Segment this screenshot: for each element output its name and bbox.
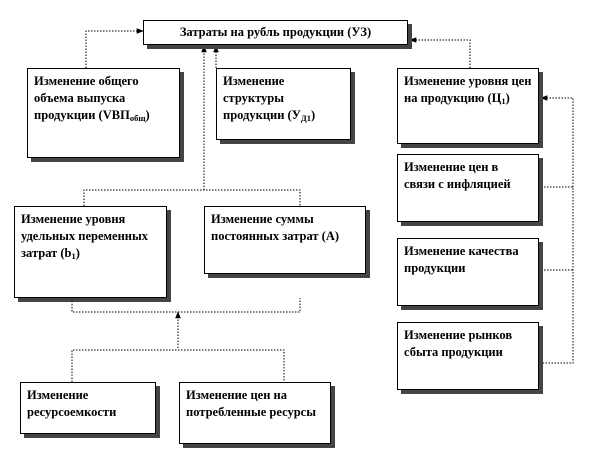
structure-suffix: ) [311,108,316,122]
variable-costs-label: Изменение уровня удельных переменных зат… [21,212,149,260]
inflation-label: Изменение цен в связи с инфляцией [404,160,511,191]
total-cost-label: Затраты на рубль продукции (УЗ) [179,25,372,39]
inflation-box: Изменение цен в связи с инфляцией [397,154,539,222]
resource-intensity-box: Изменение ресурсоемкости [20,382,156,434]
fixed-costs-box: Изменение суммы постоянных затрат (А) [204,206,366,274]
arrow-volume-to-top [85,28,144,68]
price-level-label: Изменение уровня цен на продукцию (Ц [404,74,532,105]
arrow-price-to-top [409,37,471,68]
resource-prices-label: Изменение цен на потребленные ресурсы [186,388,316,419]
resource-prices-box: Изменение цен на потребленные ресурсы [179,382,331,444]
arrow-costs-to-top [83,189,301,206]
structure-box: Изменение структуры продукции (УД1) [216,68,351,140]
structure-label: Изменение структуры продукции (У [223,74,301,122]
variable-costs-subscript: 1 [71,251,76,261]
output-volume-box: Изменение общего объема выпуска продукци… [27,68,180,158]
output-volume-suffix: ) [145,108,150,122]
markets-label: Изменение рынков сбыта продукции [404,328,513,359]
fixed-costs-label: Изменение суммы постоянных затрат (А) [211,212,340,243]
structure-subscript: Д1 [300,113,311,123]
output-volume-label: Изменение общего объема выпуска продукци… [34,74,139,122]
quality-label: Изменение качества продукции [404,244,519,275]
quality-box: Изменение качества продукции [397,238,539,306]
markets-box: Изменение рынков сбыта продукции [397,322,539,390]
total-cost-box: Затраты на рубль продукции (УЗ) [143,20,408,45]
resource-intensity-label: Изменение ресурсоемкости [27,388,117,419]
variable-costs-box: Изменение уровня удельных переменных зат… [14,206,167,298]
price-level-subscript: 1 [501,96,506,106]
bottom-bracket [71,349,285,382]
price-level-suffix: ) [505,91,510,105]
price-level-box: Изменение уровня цен на продукцию (Ц1) [397,68,539,144]
variable-costs-suffix: ) [75,246,80,260]
arrow-bottom-to-costs [71,298,301,313]
output-volume-subscript: общ [129,113,146,123]
arrow-right-column-to-price [541,98,574,364]
